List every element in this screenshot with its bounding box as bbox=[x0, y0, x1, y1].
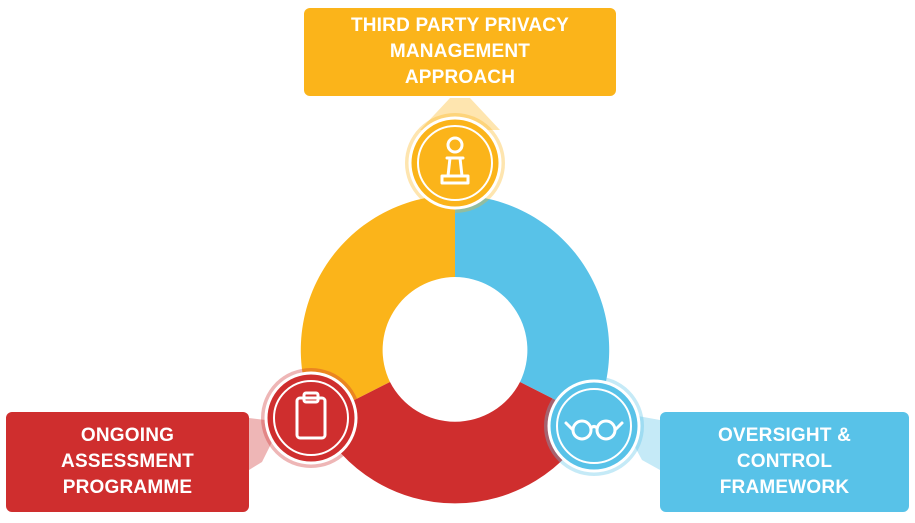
label-box-third-party-privacy: THIRD PARTY PRIVACY MANAGEMENT APPROACH bbox=[304, 8, 616, 96]
label-box-ongoing-assessment: ONGOING ASSESSMENT PROGRAMME bbox=[6, 412, 249, 512]
label-line: CONTROL bbox=[736, 451, 833, 472]
ring-segment-red bbox=[317, 382, 593, 504]
ring-segment-blue bbox=[455, 195, 610, 419]
label-line: ONGOING bbox=[80, 425, 175, 446]
node-circle-left bbox=[261, 368, 361, 468]
label-line: OVERSIGHT & bbox=[717, 425, 852, 446]
label-box-oversight-control: OVERSIGHT & CONTROL FRAMEWORK bbox=[660, 412, 909, 512]
label-line: PROGRAMME bbox=[62, 477, 193, 498]
ring-segment-yellow bbox=[300, 195, 455, 419]
label-line: THIRD PARTY PRIVACY bbox=[350, 15, 570, 36]
label-line: MANAGEMENT bbox=[389, 41, 531, 62]
label-line: ASSESSMENT bbox=[61, 451, 194, 472]
glasses-icon bbox=[564, 419, 624, 441]
label-line: APPROACH bbox=[404, 67, 516, 88]
chess-pawn-icon bbox=[440, 136, 470, 185]
node-circle-top bbox=[405, 113, 505, 213]
clipboard-icon bbox=[295, 391, 327, 440]
label-line: FRAMEWORK bbox=[719, 477, 850, 498]
